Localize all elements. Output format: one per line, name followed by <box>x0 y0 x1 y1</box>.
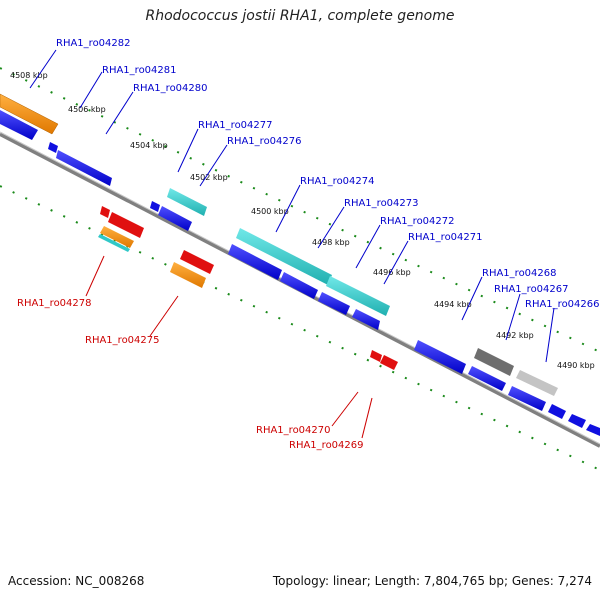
gene-label[interactable]: RHA1_ro04278 <box>17 298 92 309</box>
gene-label[interactable]: RHA1_ro04271 <box>408 232 483 243</box>
gene-ro04268[interactable] <box>414 340 466 374</box>
gene-ro04272[interactable] <box>280 272 318 299</box>
kbp-tick: 4498 kbp <box>312 238 350 247</box>
gene-ro04270[interactable] <box>370 350 382 362</box>
gene-ro04276[interactable] <box>158 206 192 231</box>
gene-ro04280[interactable] <box>56 150 112 186</box>
gene-label[interactable]: RHA1_ro04275 <box>85 335 160 346</box>
gene-ro04274[interactable] <box>236 228 332 285</box>
gene-small-a[interactable] <box>48 142 58 153</box>
gene-ro04281[interactable] <box>0 110 38 140</box>
gene-ro04278b[interactable] <box>98 234 130 252</box>
kbp-tick: 4500 kbp <box>251 207 289 216</box>
genome-summary-text: Topology: linear; Length: 7,804,765 bp; … <box>272 574 592 588</box>
lower-features <box>98 206 398 370</box>
gene-tail-d[interactable] <box>586 424 600 436</box>
kbp-tick: 4504 kbp <box>130 141 168 150</box>
gene-ro04267[interactable] <box>474 348 514 376</box>
gene-label[interactable]: RHA1_ro04272 <box>380 216 455 227</box>
gene-ro04275[interactable] <box>170 262 206 288</box>
kbp-tick: 4506 kbp <box>68 105 106 114</box>
gene-ro04271[interactable] <box>352 309 380 330</box>
map-title: Rhodococcus jostii RHA1, complete genome <box>145 8 455 24</box>
kbp-axis: 4508 kbp 4506 kbp 4504 kbp 4502 kbp 4500… <box>10 71 595 370</box>
gene-label[interactable]: RHA1_ro04282 <box>56 38 131 49</box>
gene-labels-top: RHA1_ro04282 RHA1_ro04281 RHA1_ro04280 R… <box>56 38 600 310</box>
gene-tail-c[interactable] <box>568 414 586 428</box>
gene-red-small[interactable] <box>100 206 110 218</box>
gene-tail-b[interactable] <box>548 404 566 419</box>
upper-features <box>0 93 600 436</box>
gene-small-b[interactable] <box>150 201 160 212</box>
gene-label[interactable]: RHA1_ro04281 <box>102 65 177 76</box>
kbp-tick: 4502 kbp <box>190 173 228 182</box>
kbp-tick: 4508 kbp <box>10 71 48 80</box>
gene-ro04271a[interactable] <box>318 292 350 315</box>
gene-ro04269[interactable] <box>380 355 398 370</box>
gene-label[interactable]: RHA1_ro04280 <box>133 83 208 94</box>
gene-label[interactable]: RHA1_ro04273 <box>344 198 419 209</box>
gene-red-b[interactable] <box>180 250 214 274</box>
kbp-tick: 4496 kbp <box>373 268 411 277</box>
kbp-tick: 4494 kbp <box>434 300 472 309</box>
gene-labels-bottom: RHA1_ro04278 RHA1_ro04275 RHA1_ro04270 R… <box>17 298 364 451</box>
gene-ro04273[interactable] <box>326 276 390 316</box>
gene-label[interactable]: RHA1_ro04270 <box>256 425 331 436</box>
gene-ro04282[interactable] <box>0 93 59 135</box>
gene-label[interactable]: RHA1_ro04277 <box>198 120 273 131</box>
gene-label[interactable]: RHA1_ro04269 <box>289 440 364 451</box>
gene-label[interactable]: RHA1_ro04267 <box>494 284 569 295</box>
gene-ro04274b[interactable] <box>228 244 282 280</box>
gene-label[interactable]: RHA1_ro04268 <box>482 268 557 279</box>
gene-label[interactable]: RHA1_ro04274 <box>300 176 375 187</box>
gene-label[interactable]: RHA1_ro04266 <box>525 299 600 310</box>
gene-ro04266[interactable] <box>516 370 558 396</box>
gene-ro04278[interactable] <box>100 226 134 248</box>
accession-text: Accession: NC_008268 <box>8 574 145 588</box>
tick-track-lower <box>0 185 600 471</box>
label-connectors <box>29 49 555 439</box>
gene-ro04266b[interactable] <box>468 366 506 391</box>
gene-label[interactable]: RHA1_ro04276 <box>227 136 302 147</box>
gene-tail-a[interactable] <box>508 386 546 411</box>
gene-ro04277[interactable] <box>167 188 207 216</box>
kbp-tick: 4490 kbp <box>557 361 595 370</box>
kbp-tick: 4492 kbp <box>496 331 534 340</box>
gene-red-a[interactable] <box>108 212 144 238</box>
